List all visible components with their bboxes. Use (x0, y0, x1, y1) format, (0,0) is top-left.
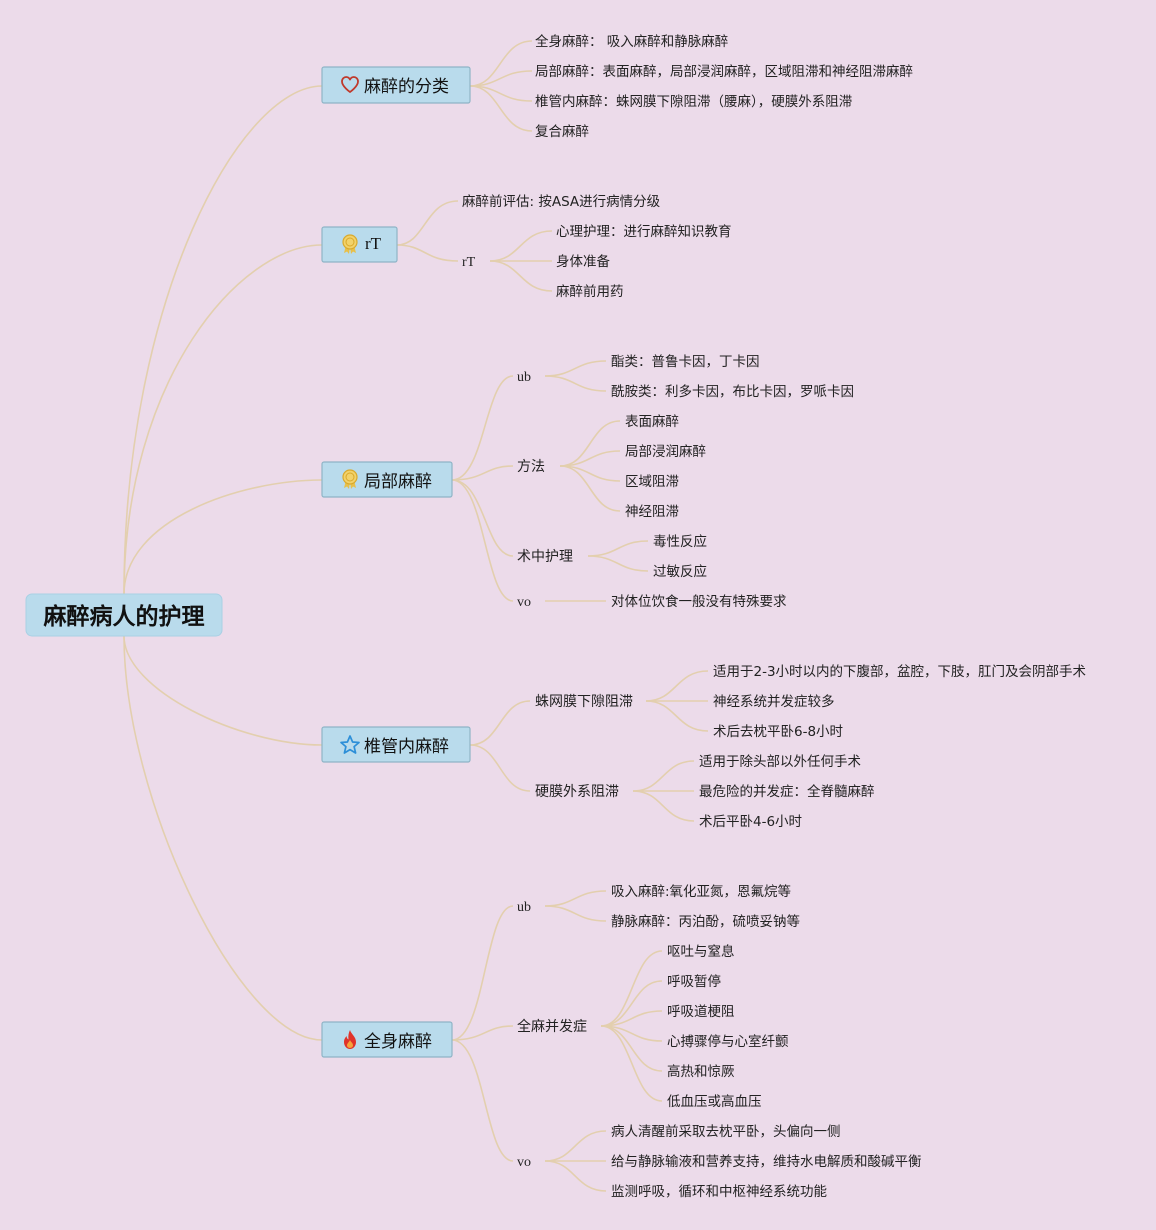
topic-label: 椎管内麻醉 (364, 737, 449, 757)
leaf-text: 低血压或高血压 (667, 1093, 762, 1110)
leaf-text: 麻醉前评估: 按ASA进行病情分级 (462, 193, 661, 210)
leaf-text: 对体位饮食一般没有特殊要求 (611, 593, 787, 610)
subtopic-label[interactable]: 方法 (517, 459, 545, 475)
leaf-text: 心理护理：进行麻醉知识教育 (556, 223, 732, 240)
subtopic-label[interactable]: 蛛网膜下隙阻滞 (535, 694, 633, 710)
topic-label: 局部麻醉 (364, 472, 432, 492)
leaf-text: 毒性反应 (653, 533, 707, 550)
leaf-text: 复合麻醉 (535, 123, 589, 140)
leaf-text: 麻醉前用药 (556, 283, 624, 300)
topic-node-anesthesia-classification[interactable]: 麻醉的分类 (321, 66, 471, 104)
leaf-text: 术后平卧4-6小时 (699, 814, 802, 830)
leaf-text: 全身麻醉： 吸入麻醉和静脉麻醉 (535, 33, 728, 50)
leaf-text: 局部麻醉：表面麻醉，局部浸润麻醉，区域阻滞和神经阻滞麻醉 (535, 64, 913, 80)
topic-node-rt[interactable]: rT (321, 226, 398, 263)
leaf-text: 神经系统并发症较多 (713, 693, 835, 710)
leaf-text: 区域阻滞 (625, 474, 679, 490)
leaf-text: 吸入麻醉:氧化亚氮，恩氟烷等 (611, 883, 791, 900)
leaf-text: 酯类：普鲁卡因，丁卡因 (611, 354, 760, 370)
leaf-text: 表面麻醉 (625, 414, 679, 430)
subtopic-label[interactable]: vo (517, 595, 531, 610)
leaf-text: 过敏反应 (653, 563, 707, 580)
leaf-text: 给与静脉输液和营养支持，维持水电解质和酸碱平衡 (611, 1154, 922, 1170)
leaf-text: 术后去枕平卧6-8小时 (713, 724, 843, 740)
leaf-text: 高热和惊厥 (667, 1063, 735, 1080)
leaf-text: 适用于2-3小时以内的下腹部，盆腔，下肢，肛门及会阴部手术 (713, 663, 1086, 680)
topic-node-local-anesthesia[interactable]: 局部麻醉 (321, 461, 453, 498)
leaf-text: 静脉麻醉：丙泊酚，硫喷妥钠等 (611, 913, 800, 930)
leaf-text: 最危险的并发症：全脊髓麻醉 (699, 783, 875, 800)
leaf-text: 适用于除头部以外任何手术 (699, 754, 861, 770)
leaf-text: 呼吸暂停 (667, 973, 721, 990)
leaf-text: 呕吐与窒息 (667, 943, 735, 960)
topic-label: 麻醉的分类 (364, 77, 449, 97)
star-icon (340, 735, 360, 754)
connectors (123, 40, 709, 1192)
topic-label: 全身麻醉 (364, 1032, 432, 1052)
subtopic-label[interactable]: ub (517, 900, 531, 915)
topic-label: rT (365, 234, 382, 253)
subtopic-label[interactable]: 术中护理 (517, 549, 573, 565)
subtopic-label[interactable]: 全麻并发症 (517, 1018, 587, 1035)
leaf-text: 神经阻滞 (625, 504, 679, 520)
topic-node-intraspinal-anesthesia[interactable]: 椎管内麻醉 (321, 726, 471, 763)
award-ribbon-icon (342, 234, 358, 254)
root-label: 麻醉病人的护理 (43, 603, 205, 630)
leaf-text: 椎管内麻醉：蛛网膜下隙阻滞（腰麻），硬膜外系阻滞 (535, 94, 852, 110)
leaf-text: 病人清醒前采取去枕平卧，头偏向一侧 (611, 1123, 841, 1140)
leaf-text: 监测呼吸，循环和中枢神经系统功能 (611, 1184, 827, 1200)
subtopic-label[interactable]: ub (517, 370, 531, 385)
leaf-text: 呼吸道梗阻 (667, 1004, 735, 1020)
topic-node-general-anesthesia[interactable]: 全身麻醉 (321, 1021, 453, 1058)
leaf-text: 心搏骤停与心室纤颤 (667, 1033, 789, 1050)
root-node[interactable]: 麻醉病人的护理 (25, 593, 223, 637)
fire-icon (344, 1030, 356, 1049)
leaf-group-classification: 全身麻醉： 吸入麻醉和静脉麻醉 局部麻醉：表面麻醉，局部浸润麻醉，区域阻滞和神经… (535, 33, 913, 140)
subtopic-label[interactable]: rT (462, 255, 476, 270)
leaf-text: 身体准备 (556, 253, 610, 270)
leaf-text: 局部浸润麻醉 (625, 444, 706, 460)
heart-icon (341, 76, 359, 93)
award-ribbon-icon (342, 469, 358, 489)
subtopic-label[interactable]: vo (517, 1155, 531, 1170)
leaf-text: 酰胺类：利多卡因，布比卡因，罗哌卡因 (611, 383, 854, 400)
subtopic-label[interactable]: 硬膜外系阻滞 (535, 784, 619, 800)
